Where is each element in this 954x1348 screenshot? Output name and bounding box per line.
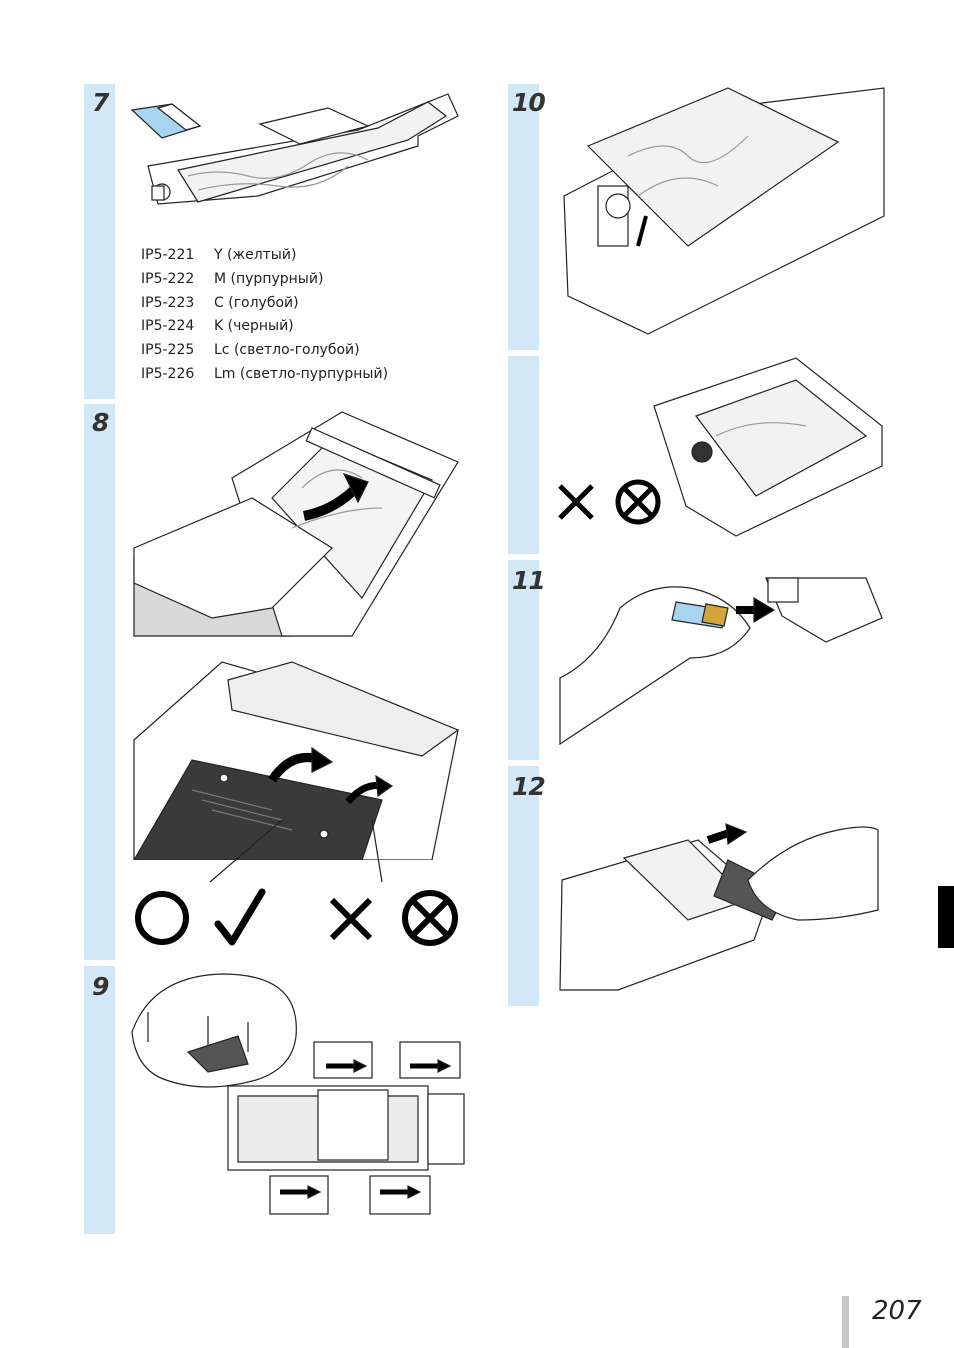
pack-placed-illustration	[548, 86, 886, 336]
ink-code-row: IP5-224 K (черный)	[141, 315, 388, 339]
ink-name: M (пурпурный)	[214, 270, 324, 287]
page-number: 207	[872, 1296, 922, 1326]
ink-code: IP5-226	[141, 365, 195, 382]
prohibited-icon	[614, 478, 662, 526]
tray-top-view-illustration	[128, 972, 468, 1218]
step-number-8: 8	[92, 408, 109, 437]
step-number-10: 10	[512, 88, 546, 117]
step-11-band	[508, 560, 539, 760]
arrow-icon	[753, 596, 776, 624]
ink-name: Lc (светло-голубой)	[214, 342, 360, 359]
arrow-icon	[725, 823, 748, 846]
correct-circle-icon	[134, 890, 190, 946]
step-9-band	[84, 966, 115, 1234]
step-12-band	[508, 766, 539, 1006]
ink-codes-list: IP5-221 Y (желтый) IP5-222 M (пурпурный) I…	[141, 244, 388, 387]
ink-code-row: IP5-225 Lc (светло-голубой)	[141, 339, 388, 363]
cross-icon	[326, 894, 376, 944]
arrow-icon	[375, 774, 394, 798]
tray-insert-illustration	[132, 408, 464, 640]
step-7-band	[84, 84, 115, 399]
pointer-lines	[200, 820, 400, 890]
tray-detail-illustration	[132, 660, 464, 860]
step-number-12: 12	[512, 772, 546, 801]
step-number-9: 9	[92, 972, 109, 1001]
prohibited-icon	[400, 888, 460, 948]
ink-code: IP5-222	[141, 270, 195, 287]
arrow-icon	[280, 1063, 438, 1195]
ink-code: IP5-221	[141, 247, 195, 263]
chip-insert-illustration	[556, 568, 886, 748]
ink-code: IP5-224	[141, 318, 195, 335]
pack-wrong-illustration	[646, 356, 886, 538]
ink-code: IP5-223	[141, 294, 195, 311]
ink-code-row: IP5-223 C (голубой)	[141, 292, 388, 316]
step-10b-band	[508, 356, 539, 554]
ink-name: K (черный)	[214, 318, 294, 335]
arrow-icon	[342, 472, 369, 504]
page-number-bar	[842, 1296, 849, 1348]
check-mark-icon	[210, 888, 270, 948]
ink-name: Y (желтый)	[214, 247, 297, 263]
arrow-icon	[636, 215, 648, 247]
section-tab	[938, 886, 954, 948]
ink-pack-illustration	[128, 86, 464, 216]
ink-code-row: IP5-221 Y (желтый)	[141, 244, 388, 268]
cartridge-close-illustration	[558, 800, 884, 992]
cross-icon	[556, 482, 596, 522]
step-number-11: 11	[512, 566, 546, 595]
ink-name: Lm (светло-пурпурный)	[214, 365, 389, 382]
ink-code-row: IP5-226 Lm (светло-пурпурный)	[141, 363, 388, 387]
ink-name: C (голубой)	[214, 294, 299, 311]
ink-code-row: IP5-222 M (пурпурный)	[141, 268, 388, 292]
ink-code: IP5-225	[141, 342, 195, 359]
step-10-band	[508, 84, 539, 350]
step-8-band	[84, 404, 115, 960]
step-number-7: 7	[92, 88, 109, 117]
arrow-icon	[311, 746, 334, 773]
